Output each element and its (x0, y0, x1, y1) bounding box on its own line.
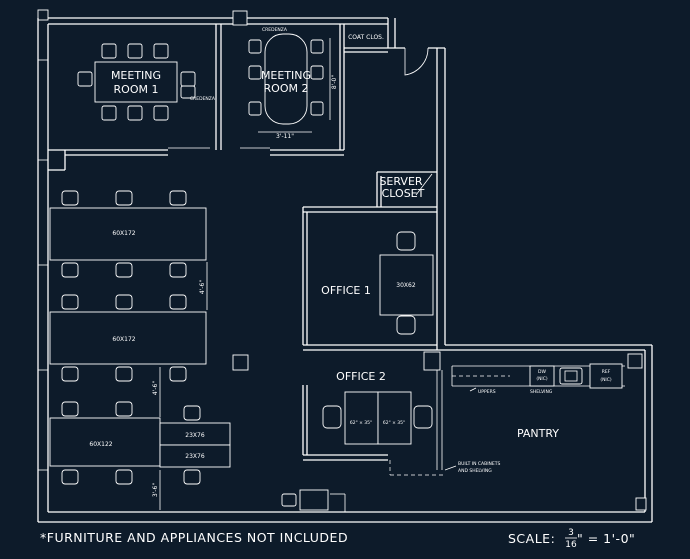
chairs (248, 39, 324, 116)
chairs (77, 43, 196, 121)
built-in-label-line1: BUILT IN CABINETS (458, 461, 500, 467)
ref-label-line2: (NIC) (600, 377, 612, 383)
shelving-label: SHELVING (530, 389, 553, 395)
exterior-walls (37, 9, 653, 523)
coat-closet-label: COAT CLOS. (348, 34, 384, 41)
sink (559, 367, 583, 385)
desk-row-1 (49, 207, 207, 261)
meeting-room-1: MEETING ROOM 1 CREDENZA (77, 43, 216, 121)
office-2-desk-right (377, 391, 412, 445)
dishwasher (529, 365, 555, 387)
credenza-label: CREDENZA (190, 96, 216, 102)
workstation-chairs (61, 190, 201, 485)
uppers-label: UPPERS (478, 389, 496, 395)
dw-label-line1: DW (538, 369, 546, 375)
refrigerator (589, 363, 623, 389)
office-2-desk-left-label: 62" × 35" (350, 420, 372, 426)
meeting-room-2: CREDENZA MEETING ROOM 2 8'-0" 3'-11" COA… (248, 27, 384, 140)
dim-aisle-3: 3'-6" (152, 483, 159, 497)
dim-aisle-2: 4'-6" (152, 381, 159, 395)
server-closet-label-line1: SERVER (379, 175, 422, 188)
table-lower-label: 23X76 (185, 453, 205, 460)
built-in-label-line2: AND SHELVING (458, 468, 492, 474)
workstations: 60X172 60X172 60X122 23X76 23X76 4'-6 (49, 190, 231, 510)
dw-label-line2: (NIC) (536, 376, 548, 382)
credenza-label-2: CREDENZA (262, 27, 288, 33)
scale-denominator: 16 (565, 540, 577, 550)
conference-table (264, 33, 308, 125)
meeting-room-1-label-line1: MEETING (111, 69, 161, 82)
ref-label-line1: REF (602, 369, 611, 375)
pantry: DW (NIC) REF (NIC) UPPERS SHELVING PANTR… (389, 363, 625, 476)
furniture-note: *FURNITURE AND APPLIANCES NOT INCLUDED (40, 530, 348, 545)
office-2: 62" × 35" 62" × 35" OFFICE 2 (322, 370, 433, 445)
server-closet-label-line2: CLOSET (382, 187, 425, 200)
reception (281, 489, 346, 512)
window-marks (38, 59, 48, 471)
side-table-lower (159, 444, 231, 468)
meeting-room-1-label-line2: ROOM 1 (114, 83, 159, 96)
office-1-label: OFFICE 1 (321, 284, 371, 297)
desk-row-3-label: 60X122 (89, 441, 112, 448)
office-1-desk-label: 30X62 (396, 282, 416, 289)
conference-table (94, 61, 178, 103)
desk-row-1-label: 60X172 (112, 230, 135, 237)
table-upper-label: 23X76 (185, 432, 205, 439)
scale-value: " = 1'-0" (577, 531, 635, 546)
scale-label: SCALE: (508, 531, 555, 546)
desk-row-2-label: 60X172 (112, 336, 135, 343)
office-2-label: OFFICE 2 (336, 370, 386, 383)
desk-row-2 (49, 311, 207, 365)
interior-walls (48, 24, 647, 511)
office-2-desk-left (344, 391, 379, 445)
server-closet: SERVER CLOSET (379, 175, 424, 200)
meeting-room-2-label-line2: ROOM 2 (264, 82, 309, 95)
scale-numerator: 3 (568, 528, 574, 538)
office-2-desk-right-label: 62" × 35" (383, 420, 405, 426)
dim-meeting-room-2-depth: 8'-0" (331, 75, 338, 89)
meeting-room-2-label-line1: MEETING (261, 69, 311, 82)
office-1: 30X62 OFFICE 1 (321, 231, 434, 335)
dim-meeting-room-2-width: 3'-11" (276, 133, 294, 140)
footer: *FURNITURE AND APPLIANCES NOT INCLUDED S… (40, 528, 635, 550)
pantry-label: PANTRY (517, 427, 559, 440)
dim-aisle-1: 4'-6" (199, 280, 206, 294)
office-1-desk (379, 254, 434, 316)
desk-row-3 (49, 417, 161, 467)
